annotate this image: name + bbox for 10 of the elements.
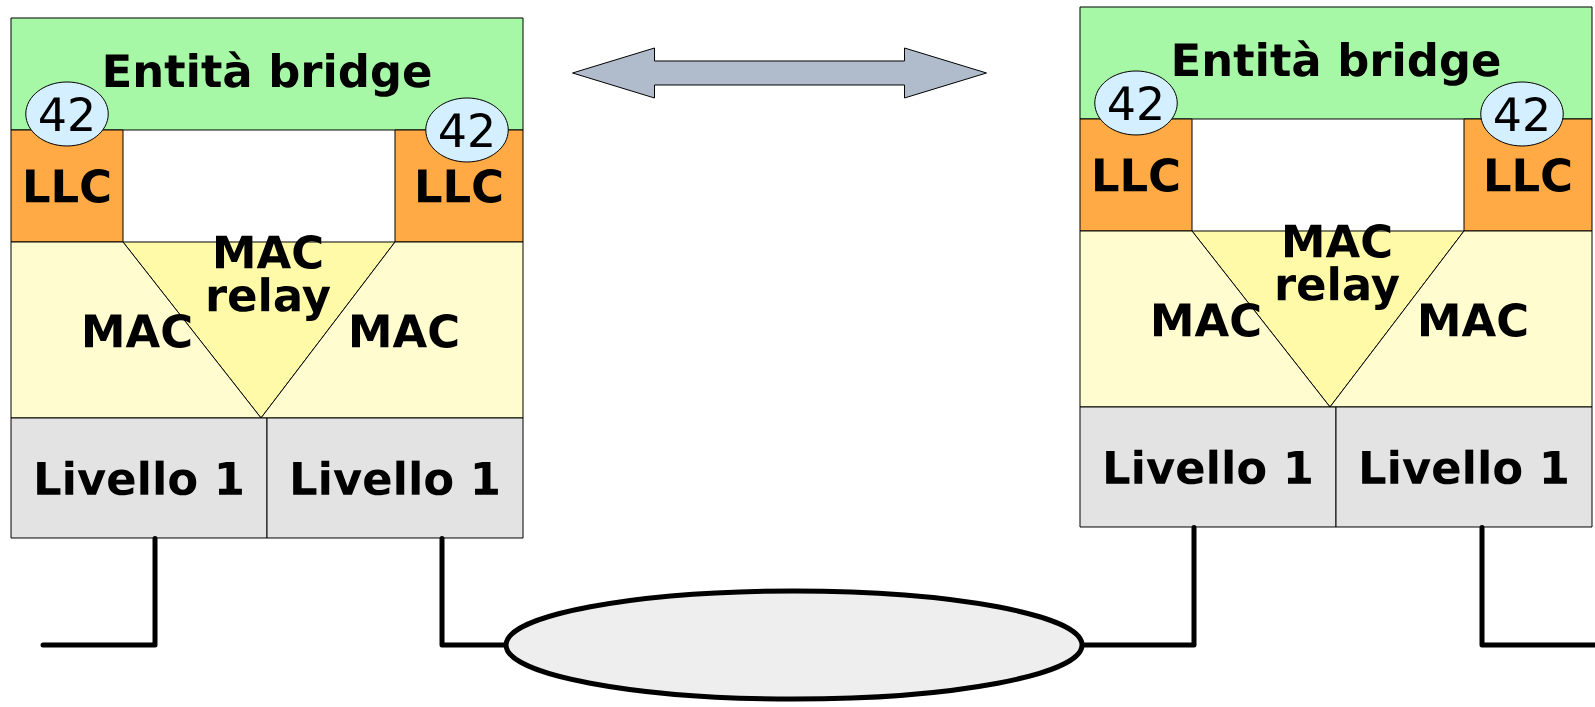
layer-box: Livello 1 bbox=[266, 417, 524, 539]
layer-box: Livello 1 bbox=[1079, 406, 1337, 528]
network-ellipse bbox=[503, 588, 1085, 702]
double-arrow bbox=[572, 47, 987, 99]
wire bbox=[1082, 525, 1197, 648]
wire bbox=[439, 536, 506, 648]
layer-box: Livello 1 bbox=[10, 417, 268, 539]
wire bbox=[1479, 525, 1595, 648]
wire bbox=[40, 536, 158, 648]
layer-box: Livello 1 bbox=[1335, 406, 1593, 528]
